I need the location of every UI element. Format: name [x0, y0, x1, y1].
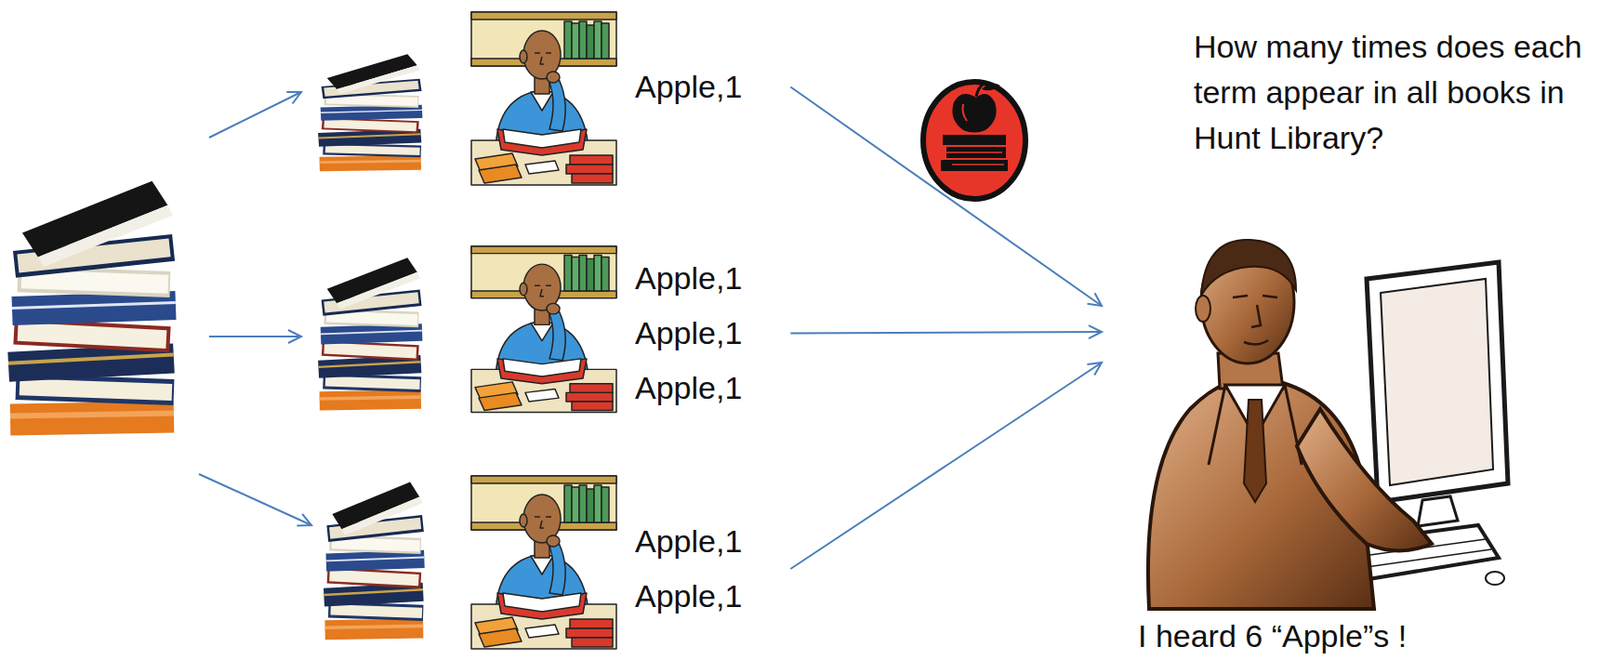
book-apple-icon	[923, 81, 1026, 199]
reader-clipart	[471, 246, 617, 413]
split-arrow	[209, 335, 302, 338]
book-apple-icon	[923, 81, 1026, 199]
key-value-pair: Apple,1	[634, 360, 742, 416]
book-apple-icon	[940, 159, 1008, 172]
mapper-output: Apple,1Apple,1Apple,1	[634, 251, 791, 416]
reducer-clipart	[1417, 496, 1458, 527]
key-value-pair: Apple,1	[634, 59, 742, 115]
book-apple-icon	[946, 152, 1005, 165]
reader-clipart	[471, 12, 617, 649]
reducer-caption: I heard 6 “Apple”s !	[1137, 617, 1502, 655]
reducer-clipart	[1232, 295, 1278, 345]
book-apple-icon	[942, 134, 1006, 146]
key-value-pair: Apple,1	[634, 251, 742, 306]
split-arrow	[198, 92, 312, 526]
reducer-clipart	[1201, 239, 1296, 296]
reducer-clipart	[1195, 295, 1211, 322]
book-pile-split	[317, 52, 425, 640]
reducer-clipart	[1380, 278, 1494, 486]
split-arrow	[198, 474, 312, 526]
key-value-pair: Apple,1	[634, 568, 742, 624]
reducer-clipart	[1296, 409, 1432, 552]
flow-arrow	[790, 362, 1102, 569]
reader-clipart	[471, 476, 617, 649]
reader-clipart	[471, 12, 617, 186]
reducer-clipart	[1243, 399, 1267, 503]
book-apple-icon	[963, 104, 968, 121]
book-apple-icon	[981, 83, 1001, 92]
reducer-clipart	[1366, 262, 1508, 503]
mapper-output: Apple,1Apple,1	[634, 514, 791, 624]
question-callout: How many times does each term appear in …	[1193, 24, 1594, 161]
split-arrow	[209, 92, 302, 138]
key-value-pair: Apple,1	[634, 305, 742, 361]
flow-arrow	[790, 331, 1102, 334]
book-pile-split	[323, 480, 425, 641]
book-pile-split	[317, 52, 423, 172]
reducer-person: I heard 6 “Apple”s !	[1101, 219, 1502, 655]
book-pile-split	[317, 255, 423, 410]
book-apple-icon	[952, 93, 996, 133]
flow-arrow	[790, 87, 1102, 307]
reducer-clipart	[1485, 571, 1505, 585]
mapper-output: Apple,1	[634, 59, 791, 115]
book-pile	[7, 178, 176, 437]
reducer-clipart	[1148, 239, 1508, 609]
book-apple-icon	[976, 83, 984, 97]
book-pile	[7, 178, 176, 437]
reducer-clipart	[1208, 384, 1302, 465]
key-value-pair: Apple,1	[634, 514, 742, 569]
